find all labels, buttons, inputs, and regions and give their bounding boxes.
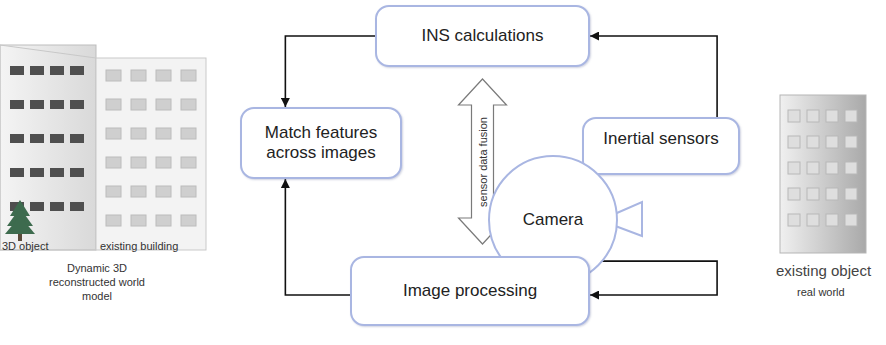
- sensor-box: Inertial sensors: [582, 117, 740, 175]
- node-text: Match features across images: [242, 123, 400, 164]
- process-box: Match features across images: [240, 107, 402, 179]
- caption-label: Dynamic 3D reconstructed world model: [38, 262, 156, 303]
- flow-arrow: [285, 179, 350, 295]
- caption-label: real world: [797, 286, 845, 300]
- process-box: Image processing: [350, 256, 590, 326]
- node-text: Inertial sensors: [603, 129, 718, 149]
- tree-icon: [5, 200, 35, 241]
- node-text: Image processing: [403, 281, 537, 301]
- object-label: 3D object: [2, 240, 48, 254]
- edge-label: sensor data fusion: [476, 115, 488, 209]
- process-box: INS calculations: [375, 5, 590, 67]
- object-label: existing object: [776, 262, 871, 281]
- flow-arrow: [285, 36, 375, 107]
- real-building: [780, 95, 866, 253]
- node-text: INS calculations: [422, 26, 544, 46]
- flow-arrow: [590, 261, 717, 295]
- reconstructed-building: [0, 45, 206, 250]
- object-label: existing building: [100, 240, 178, 254]
- flow-arrow: [590, 36, 717, 117]
- node-text: Camera: [523, 210, 583, 230]
